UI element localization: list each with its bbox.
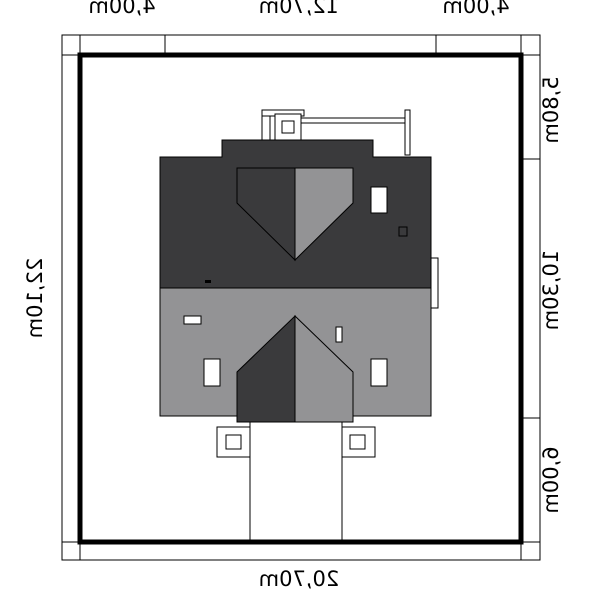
roof-vent <box>205 280 211 283</box>
skylight <box>183 315 202 325</box>
plot-boundary <box>77 52 524 545</box>
upper-gable-right <box>294 167 354 262</box>
top-dimension-middle: 12,70m <box>259 0 340 18</box>
right-dimension-top: 5,80m <box>539 76 563 143</box>
top-dimension-left: 4,00m <box>88 0 155 18</box>
skylights <box>183 186 408 387</box>
right-dimension-middle: 10,30m <box>539 250 563 331</box>
right-dimension-bottom: 6,00m <box>539 446 563 513</box>
side-element <box>430 257 439 309</box>
terrace-structure <box>261 109 411 156</box>
skylight <box>370 358 388 387</box>
bottom-dimension: 20,70m <box>259 567 340 591</box>
left-dimension: 22,10m <box>23 258 47 339</box>
lower-gable-right <box>294 314 354 423</box>
skylight <box>203 358 221 387</box>
entrance-pillars <box>216 426 376 458</box>
skylight <box>335 326 343 343</box>
skylight <box>370 186 388 214</box>
chimney-vent <box>398 226 408 237</box>
driveway <box>249 420 343 542</box>
top-dimension-right: 4,00m <box>442 0 509 18</box>
